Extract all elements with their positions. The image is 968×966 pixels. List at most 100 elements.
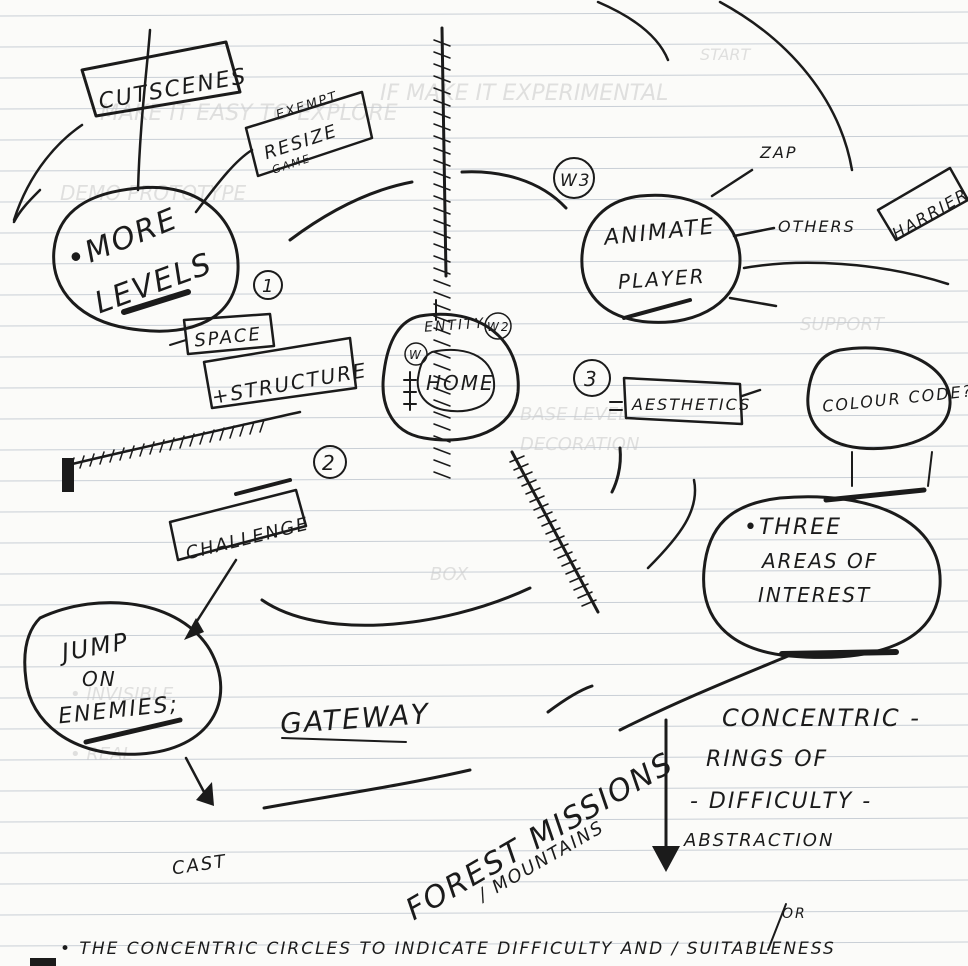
number-3: 3 — [584, 367, 599, 391]
number-circle-3 — [573, 359, 611, 397]
ruled-line — [0, 693, 968, 699]
ruled-line — [0, 228, 968, 234]
zap-label: ZAP — [759, 143, 798, 162]
ruled-line — [0, 73, 968, 79]
curved-stroke — [260, 586, 532, 627]
connector-line — [12, 188, 42, 224]
ruled-line — [0, 476, 968, 482]
forest-missions-label: FOREST MISSIONS — [400, 746, 680, 928]
ruled-line — [0, 197, 968, 203]
more-levels-bubble: •MORE LEVELS — [52, 185, 240, 333]
hatched-bar-left — [62, 410, 302, 492]
w2-label: W2 — [487, 320, 511, 334]
curved-stroke — [262, 768, 472, 810]
arrowhead — [652, 846, 680, 872]
gateway-label: GATEWAY — [279, 697, 431, 740]
colour-code-label: COLOUR CODE? — [821, 381, 968, 416]
cast-label: CAST — [171, 851, 229, 879]
number-circle-1 — [253, 270, 283, 300]
three-areas-bubble: •THREE AREAS OF INTEREST — [702, 487, 942, 659]
arrow-to-zap — [710, 168, 754, 198]
connector-line — [12, 123, 84, 222]
three-label: •THREE — [744, 515, 842, 540]
svg-text:• INVISIBLE: • INVISIBLE — [70, 684, 174, 705]
connector-line — [742, 261, 950, 286]
number-1: 1 — [262, 276, 275, 297]
rings-of-label: RINGS OF — [706, 747, 828, 772]
w3-circle — [553, 157, 595, 199]
concentric-rings-note: CONCENTRIC - RINGS OF - DIFFICULTY - ABS… — [683, 704, 919, 851]
show-through-marks: MAKE IT EASY TO EXPLORE IF MAKE IT EXPER… — [60, 45, 886, 765]
tick-marks — [403, 371, 417, 411]
arrow-challenge-to-jump — [188, 558, 238, 634]
curved-stroke — [460, 170, 568, 210]
arrow — [740, 388, 762, 398]
challenge-box: CHALLENGE — [168, 478, 312, 564]
curved-stroke — [288, 180, 414, 242]
on-label: ON — [82, 667, 117, 691]
entity-label: ENTITY — [424, 316, 486, 336]
jump-label: JUMP — [56, 627, 132, 667]
ruled-line — [0, 166, 968, 172]
ruled-line — [0, 42, 968, 48]
ruled-line — [0, 879, 968, 885]
diagonal-hatched-spine — [509, 450, 600, 614]
forest-missions-label-group: FOREST MISSIONS / MOUNTAINS — [400, 746, 680, 928]
ruled-line — [0, 817, 968, 823]
w-label: W — [409, 348, 423, 362]
underline-scribble — [622, 298, 692, 320]
footer-note: • THE CONCENTRIC CIRCLES TO INDICATE DIF… — [60, 939, 836, 959]
ruled-line — [0, 538, 968, 544]
w-circle — [404, 342, 428, 366]
vertical-hatched-spine — [433, 26, 451, 479]
svg-text:START: START — [700, 45, 752, 64]
others-label: OTHERS — [778, 217, 856, 236]
harrier-box: HARRIER — [876, 166, 968, 243]
animate-player-bubble: ANIMATE PLAYER — [580, 193, 742, 324]
ruled-lines — [0, 11, 968, 947]
arrow — [728, 296, 778, 308]
slash-mark — [767, 903, 787, 951]
w2-circle — [484, 312, 512, 340]
ruled-line — [0, 507, 968, 513]
ruled-line — [0, 941, 968, 947]
underline-scribble — [234, 478, 292, 496]
underline-scribble — [121, 289, 191, 315]
connector-line — [136, 28, 152, 192]
svg-text:• REAL: • REAL — [70, 744, 133, 765]
svg-text:IF MAKE IT EXPERIMENTAL: IF MAKE IT EXPERIMENTAL — [380, 81, 668, 106]
curved-stroke — [610, 446, 622, 494]
aesthetics-label: AESTHETICS — [631, 395, 751, 414]
underline-scribble — [779, 649, 899, 657]
harrier-label: HARRIER — [889, 184, 968, 243]
svg-text:BOX: BOX — [430, 564, 469, 585]
animate-label: ANIMATE — [601, 214, 717, 251]
ruled-line — [0, 600, 968, 606]
curved-stroke — [646, 478, 697, 570]
areas-of-label: AREAS OF — [760, 549, 878, 573]
svg-text:DECORATION: DECORATION — [520, 434, 639, 455]
ruled-line — [0, 104, 968, 110]
connector-line — [169, 339, 187, 346]
ruled-line — [0, 414, 968, 420]
svg-text:MAKE IT EASY TO EXPLORE: MAKE IT EASY TO EXPLORE — [100, 101, 398, 126]
jump-on-enemies-bubble: JUMP ON ENEMIES; — [23, 601, 223, 756]
underline-scribble — [83, 717, 183, 745]
ruled-line — [0, 631, 968, 637]
svg-text:SUPPORT: SUPPORT — [800, 314, 886, 335]
curved-stroke — [718, 0, 854, 172]
gateway-label-group: GATEWAY — [279, 697, 431, 743]
arrow-to-others — [732, 226, 776, 238]
ruled-line — [0, 755, 968, 761]
svg-text:BASE LEVEL: BASE LEVEL — [520, 404, 628, 425]
ruled-line — [0, 383, 968, 389]
aesthetics-box: AESTHETICS — [622, 376, 751, 426]
home-label: HOME — [426, 371, 495, 395]
ruled-line — [0, 135, 968, 141]
challenge-label: CHALLENGE — [184, 513, 312, 564]
arrow-jump-to-cast — [184, 756, 206, 794]
page-corner-mark — [30, 958, 56, 966]
ruled-line — [0, 290, 968, 296]
difficulty-label: - DIFFICULTY - — [690, 789, 872, 814]
